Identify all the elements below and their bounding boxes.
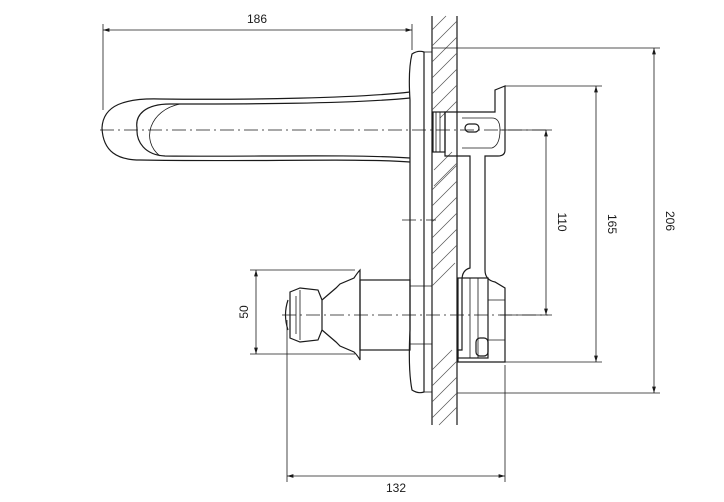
dim-186-label: 186 — [247, 12, 267, 26]
spout — [101, 91, 411, 163]
dim-110 — [500, 129, 552, 316]
dim-50-label: 50 — [237, 305, 251, 319]
dim-132 — [286, 320, 506, 482]
dim-110-label: 110 — [555, 212, 569, 231]
concealed-body — [432, 85, 506, 363]
dim-50 — [250, 269, 355, 355]
dim-165 — [505, 85, 602, 363]
dim-165-label: 165 — [605, 214, 619, 234]
dim-132-label: 132 — [386, 481, 406, 495]
wall — [431, 15, 458, 426]
dim-206 — [432, 47, 660, 394]
dim-206-label: 206 — [663, 211, 677, 231]
dim-186 — [102, 24, 413, 110]
wall-plate — [408, 50, 432, 394]
